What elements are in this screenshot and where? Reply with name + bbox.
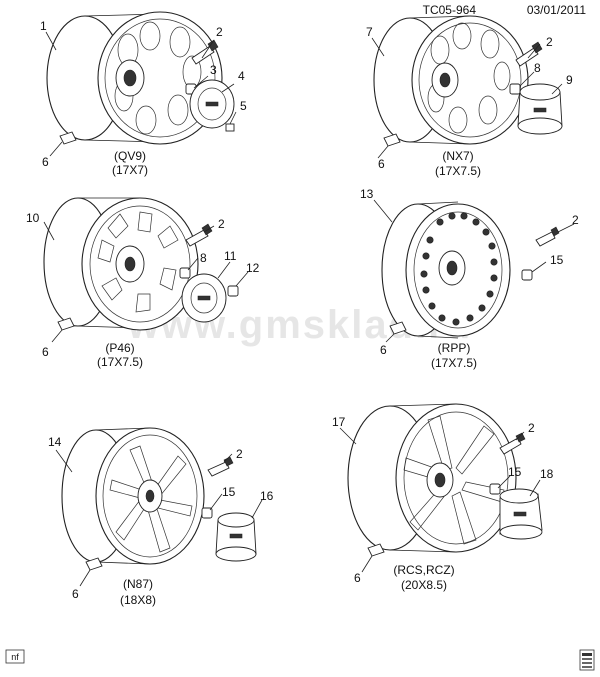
tpms-valve-part <box>383 133 401 147</box>
center-cap-part <box>181 273 227 323</box>
callout-nut: 15 <box>508 465 522 479</box>
panel-rpp: 13 2 15 6 (RPP) (17X7.5) <box>360 187 579 370</box>
callout-wheel: 13 <box>360 187 374 201</box>
lug-nut-part <box>521 269 533 281</box>
callout-valve: 6 <box>380 343 387 357</box>
callout-wheel: 7 <box>366 25 373 39</box>
callout-bolt: 5 <box>240 99 247 113</box>
callout-cap: 9 <box>566 73 573 87</box>
callout-cap: 11 <box>224 249 237 263</box>
panel-rcs-rcz: 17 2 15 18 6 (RCS,RCZ) (20X8.5) <box>332 403 554 592</box>
wheel-illustration <box>381 201 511 339</box>
callout-valve: 6 <box>72 587 79 601</box>
leader-lines <box>371 37 563 159</box>
callout-stem: 2 <box>216 25 223 39</box>
wheel-illustration <box>43 197 199 331</box>
center-cap-part <box>189 79 235 129</box>
callout-wheel: 14 <box>48 435 62 449</box>
valve-stem-part <box>191 39 219 65</box>
wheel-size: (18X8) <box>120 593 156 607</box>
drawing-date: 03/01/2011 <box>527 3 586 17</box>
center-cap-part <box>215 512 257 562</box>
center-cap-part <box>499 488 543 540</box>
lug-nut-part <box>179 267 191 279</box>
nf-tag: nf <box>5 649 25 664</box>
wheel-illustration <box>347 403 517 553</box>
panel-n87: 14 2 15 16 6 (N87) (18X8) <box>48 427 274 607</box>
leader-lines <box>45 31 237 157</box>
drawing-number: TC05-964 <box>423 3 477 17</box>
valve-stem-part <box>207 456 234 477</box>
valve-stem-part <box>185 223 213 247</box>
wheel-size: (17X7.5) <box>431 356 477 370</box>
option-code: (RCS,RCZ) <box>393 563 454 577</box>
callout-stem: 2 <box>218 217 225 231</box>
tpms-valve-part <box>367 543 385 557</box>
callout-valve: 6 <box>42 155 49 169</box>
bolt-part <box>225 123 235 132</box>
callout-stem: 2 <box>528 421 535 435</box>
callout-stem: 2 <box>546 35 553 49</box>
nf-tag-label: nf <box>11 652 19 662</box>
callout-nut: 8 <box>200 251 207 265</box>
tpms-valve-part <box>85 557 103 571</box>
wheel-illustration <box>61 427 205 565</box>
callout-cap: 4 <box>238 69 245 83</box>
tpms-valve-part <box>389 321 407 335</box>
callout-wheel: 1 <box>40 19 47 33</box>
callout-wheel: 10 <box>26 211 40 225</box>
bolt-part <box>227 285 239 297</box>
option-code: (N87) <box>123 577 153 591</box>
callout-nut: 15 <box>550 253 564 267</box>
lug-nut-part <box>509 83 521 95</box>
option-code: (P46) <box>105 341 134 355</box>
document-icon <box>579 649 595 671</box>
callout-cap: 16 <box>260 489 274 503</box>
callout-valve: 6 <box>354 571 361 585</box>
wheel-illustration <box>46 11 223 145</box>
callout-stem: 2 <box>572 213 579 227</box>
leader-lines <box>373 199 575 343</box>
valve-stem-part <box>499 432 526 455</box>
callout-cap: 18 <box>540 467 554 481</box>
callout-nut: 8 <box>534 61 541 75</box>
wheel-illustration <box>373 15 529 145</box>
wheel-size: (17X7.5) <box>435 164 481 178</box>
wheel-size: (20X8.5) <box>401 578 447 592</box>
callout-nut: 15 <box>222 485 236 499</box>
callout-valve: 6 <box>378 157 385 171</box>
option-code: (RPP) <box>438 341 471 355</box>
center-cap-part <box>517 83 563 135</box>
callout-wheel: 17 <box>332 415 346 429</box>
callout-stem: 2 <box>236 447 243 461</box>
leader-lines <box>339 427 541 573</box>
wheel-size: (17X7.5) <box>97 355 143 369</box>
tpms-valve-part <box>59 131 77 145</box>
option-code: (QV9) <box>114 149 146 163</box>
panel-p46: 10 2 8 11 12 6 (P46) (17X7.5) <box>26 197 260 369</box>
lug-nut-part <box>489 483 501 495</box>
tpms-valve-part <box>57 317 75 331</box>
callout-nut: 3 <box>210 63 217 77</box>
callout-valve: 6 <box>42 345 49 359</box>
panel-qv9: 1 2 3 4 5 6 (QV9) (17X7) <box>40 11 247 177</box>
wheel-size: (17X7) <box>112 163 148 177</box>
callout-bolt: 12 <box>246 261 260 275</box>
valve-stem-part <box>535 226 560 247</box>
leader-lines <box>43 221 249 343</box>
panel-nx7: 7 2 8 9 6 (NX7) (17X7.5) <box>366 15 573 178</box>
option-code: (NX7) <box>442 149 473 163</box>
leader-lines <box>55 449 263 587</box>
lug-nut-part <box>201 507 213 519</box>
